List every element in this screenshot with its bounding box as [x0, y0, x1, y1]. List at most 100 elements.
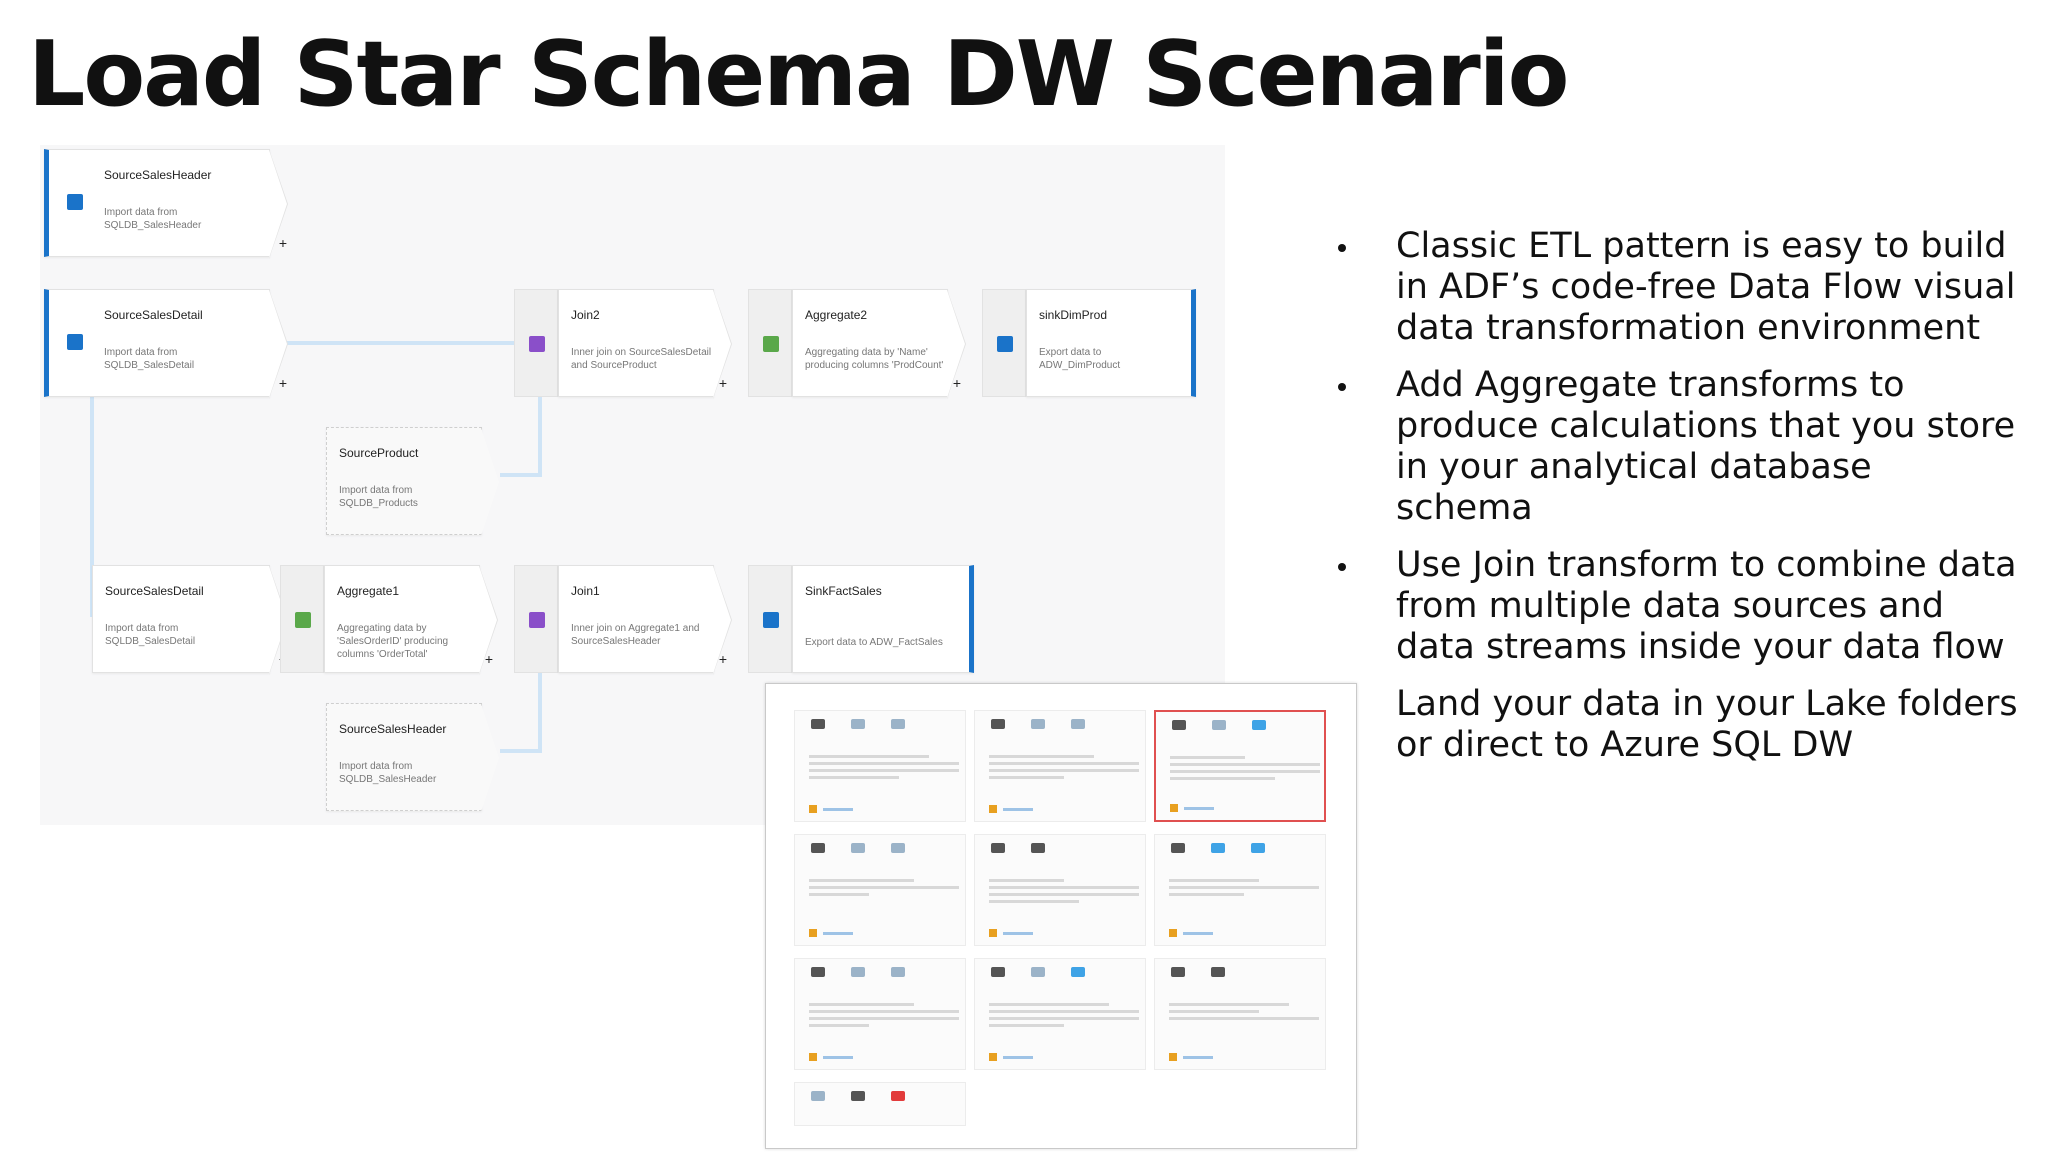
aggregate-icon: [295, 612, 311, 628]
node-source-sales-header-2[interactable]: SourceSalesHeader Import data from SQLDB…: [326, 703, 499, 812]
node-name: Aggregate2: [805, 308, 868, 322]
file-icon: [851, 843, 865, 853]
node-desc: Export data to ADW_FactSales: [805, 637, 943, 648]
pipeline-icon: [1172, 720, 1186, 730]
microsoft-logo-icon: [809, 1053, 817, 1061]
link-product-join2: [538, 341, 542, 475]
node-aggregate2[interactable]: Aggregate2 Aggregating data by 'Name' pr…: [792, 289, 966, 399]
link-header-join1: [538, 617, 542, 751]
file-icon: [891, 843, 905, 853]
pipeline-icon: [811, 719, 825, 729]
add-transform-button[interactable]: +: [278, 235, 287, 251]
bullet-item: Land your data in your Lake folders or d…: [1338, 684, 2018, 766]
node-desc: Import data from SQLDB_SalesDetail: [105, 623, 196, 647]
node-desc: Import data from SQLDB_SalesHeader: [104, 207, 202, 231]
sink-icon: [997, 336, 1013, 352]
add-transform-button[interactable]: +: [718, 375, 727, 391]
pipeline-icon: [811, 843, 825, 853]
node-desc: Import data from SQLDB_SalesHeader: [339, 761, 437, 785]
node-name: Aggregate1: [337, 584, 400, 598]
aggregate-icon: [763, 336, 779, 352]
slide-title: Load Star Schema DW Scenario: [28, 22, 1569, 127]
sql-icon: [1252, 720, 1266, 730]
template-card[interactable]: [974, 958, 1146, 1070]
join-tab: [514, 289, 558, 397]
node-desc: Import data from SQLDB_Products: [339, 485, 418, 509]
node-name: SinkFactSales: [805, 584, 882, 598]
bullet-text: Use Join transform to combine data from …: [1396, 545, 2017, 667]
sink-tab: [982, 289, 1026, 397]
add-transform-button[interactable]: +: [952, 375, 961, 391]
dataset-icon: [891, 719, 905, 729]
node-desc: Import data from SQLDB_SalesDetail: [104, 347, 195, 371]
microsoft-logo-icon: [989, 805, 997, 813]
diamond-icon: [1251, 843, 1265, 853]
template-card[interactable]: [974, 710, 1146, 822]
file-icon: [891, 967, 905, 977]
template-card[interactable]: [1154, 958, 1326, 1070]
node-sink-fact-sales[interactable]: SinkFactSales Export data to ADW_FactSal…: [792, 565, 974, 673]
file-icon: [1031, 967, 1045, 977]
table-icon: [1212, 720, 1226, 730]
add-transform-button[interactable]: +: [718, 651, 727, 667]
pipeline-icon: [851, 1091, 865, 1101]
node-join2[interactable]: Join2 Inner join on SourceSalesDetail an…: [558, 289, 732, 399]
node-name: sinkDimProd: [1039, 308, 1108, 322]
node-source-sales-header[interactable]: SourceSalesHeader Import data from SQLDB…: [44, 149, 288, 259]
dataflow-canvas: SourceSalesHeader Import data from SQLDB…: [40, 145, 1225, 825]
node-join1[interactable]: Join1 Inner join on Aggregate1 and Sourc…: [558, 565, 732, 675]
node-source-product[interactable]: SourceProduct Import data from SQLDB_Pro…: [326, 427, 499, 536]
sink-icon: [763, 612, 779, 628]
template-card[interactable]: [1154, 834, 1326, 946]
pipeline-icon: [1031, 843, 1045, 853]
template-card-selected[interactable]: [1154, 710, 1326, 822]
template-card[interactable]: [974, 834, 1146, 946]
join-icon: [529, 612, 545, 628]
pipeline-icon: [991, 967, 1005, 977]
node-sink-dim-prod[interactable]: sinkDimProd Export data to ADW_DimProduc…: [1026, 289, 1196, 397]
template-card[interactable]: [794, 1082, 966, 1126]
node-source-sales-detail-2[interactable]: SourceSalesDetail Import data from SQLDB…: [92, 565, 288, 675]
node-desc: Inner join on SourceSalesDetail and Sour…: [571, 347, 712, 371]
node-source-sales-detail[interactable]: SourceSalesDetail Import data from SQLDB…: [44, 289, 288, 399]
link-detail-join2: [270, 341, 550, 345]
aggregate-tab: [280, 565, 324, 673]
node-aggregate1[interactable]: Aggregate1 Aggregating data by 'SalesOrd…: [324, 565, 498, 675]
node-name: Join1: [571, 584, 600, 598]
table-icon: [851, 719, 865, 729]
microsoft-logo-icon: [1169, 1053, 1177, 1061]
add-transform-button[interactable]: +: [278, 375, 287, 391]
node-name: SourceProduct: [339, 446, 419, 460]
search-icon: [811, 1091, 825, 1101]
pipeline-icon: [1171, 843, 1185, 853]
bullet-text: Add Aggregate transforms to produce calc…: [1396, 365, 2016, 528]
template-card[interactable]: [794, 958, 966, 1070]
bullet-dot: [1338, 244, 1346, 252]
bullet-dot: [1338, 383, 1346, 391]
pipeline-icon: [811, 967, 825, 977]
microsoft-logo-icon: [989, 1053, 997, 1061]
microsoft-logo-icon: [1169, 929, 1177, 937]
add-transform-button[interactable]: +: [484, 651, 493, 667]
diamond-icon: [1211, 843, 1225, 853]
node-name: SourceSalesDetail: [104, 308, 203, 322]
template-card[interactable]: [794, 710, 966, 822]
link-header-stub: [500, 749, 542, 753]
node-name: SourceSalesHeader: [104, 168, 212, 182]
node-name: Join2: [571, 308, 600, 322]
microsoft-logo-icon: [809, 929, 817, 937]
bullet-text: Land your data in your Lake folders or d…: [1396, 684, 2018, 765]
bullet-item: Use Join transform to combine data from …: [1338, 545, 2018, 668]
bullet-item: Add Aggregate transforms to produce calc…: [1338, 365, 2018, 529]
pipeline-icon: [1211, 967, 1225, 977]
file-icon: [851, 967, 865, 977]
bullet-item: Classic ETL pattern is easy to build in …: [1338, 226, 2018, 349]
stop-icon: [891, 1091, 905, 1101]
bullet-dot: [1338, 563, 1346, 571]
join-tab: [514, 565, 558, 673]
aggregate-tab: [748, 289, 792, 397]
template-card[interactable]: [794, 834, 966, 946]
node-desc: Inner join on Aggregate1 and SourceSales…: [571, 623, 700, 647]
pipeline-icon: [991, 719, 1005, 729]
microsoft-logo-icon: [989, 929, 997, 937]
